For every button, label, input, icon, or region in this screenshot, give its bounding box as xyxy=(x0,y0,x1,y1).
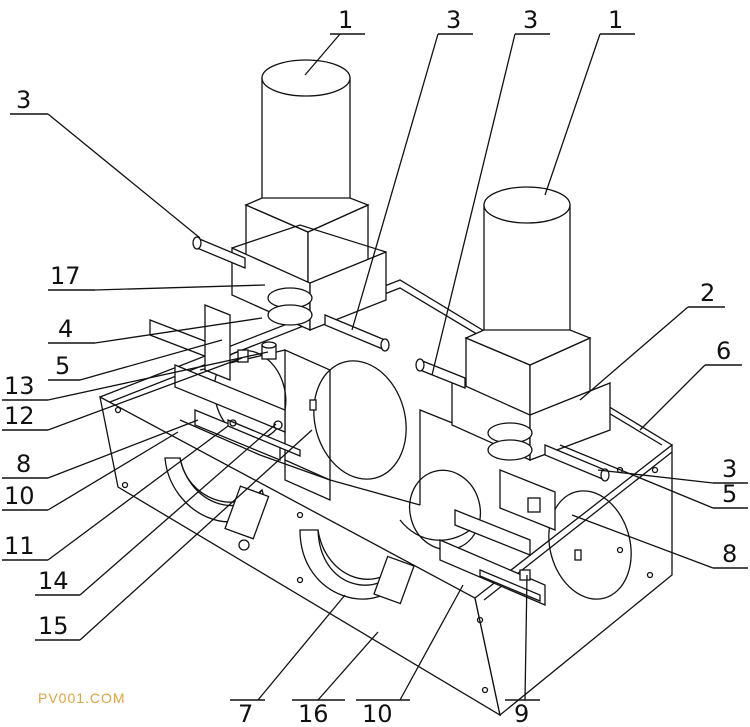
label-12: 12 xyxy=(4,402,35,430)
label-17: 17 xyxy=(50,262,81,290)
label-13: 13 xyxy=(4,372,35,400)
leader-lines xyxy=(47,33,714,701)
label-14: 14 xyxy=(38,567,69,595)
label-7: 7 xyxy=(238,700,253,727)
label-4: 4 xyxy=(58,315,73,343)
label-underlines xyxy=(2,33,748,701)
label-3-left: 3 xyxy=(16,86,31,114)
label-3-top-b: 3 xyxy=(523,6,538,34)
internal-partitions xyxy=(179,348,471,506)
label-15: 15 xyxy=(38,612,69,640)
label-16: 16 xyxy=(298,700,329,727)
label-10-left: 10 xyxy=(4,482,35,510)
label-8-right: 8 xyxy=(722,540,737,568)
label-6: 6 xyxy=(716,337,731,365)
left-motor xyxy=(192,59,390,352)
watermark: PV001.COM xyxy=(38,690,126,706)
label-5-left: 5 xyxy=(55,352,70,380)
right-clamp-mechanism xyxy=(399,469,556,606)
label-10-bottom: 10 xyxy=(362,700,393,727)
label-8-left: 8 xyxy=(16,450,31,478)
label-3-right: 3 xyxy=(722,455,737,483)
right-bearing-cutout xyxy=(299,529,415,605)
label-2: 2 xyxy=(700,279,715,307)
label-9: 9 xyxy=(514,700,529,727)
part-labels: 1 3 3 1 3 17 4 5 13 12 8 10 11 14 15 2 6… xyxy=(4,6,737,727)
right-motor xyxy=(415,186,611,482)
label-1-top-left: 1 xyxy=(338,6,353,34)
label-3-top-a: 3 xyxy=(446,6,461,34)
label-11: 11 xyxy=(4,532,35,560)
label-1-top-right: 1 xyxy=(608,6,623,34)
label-5-right: 5 xyxy=(722,480,737,508)
